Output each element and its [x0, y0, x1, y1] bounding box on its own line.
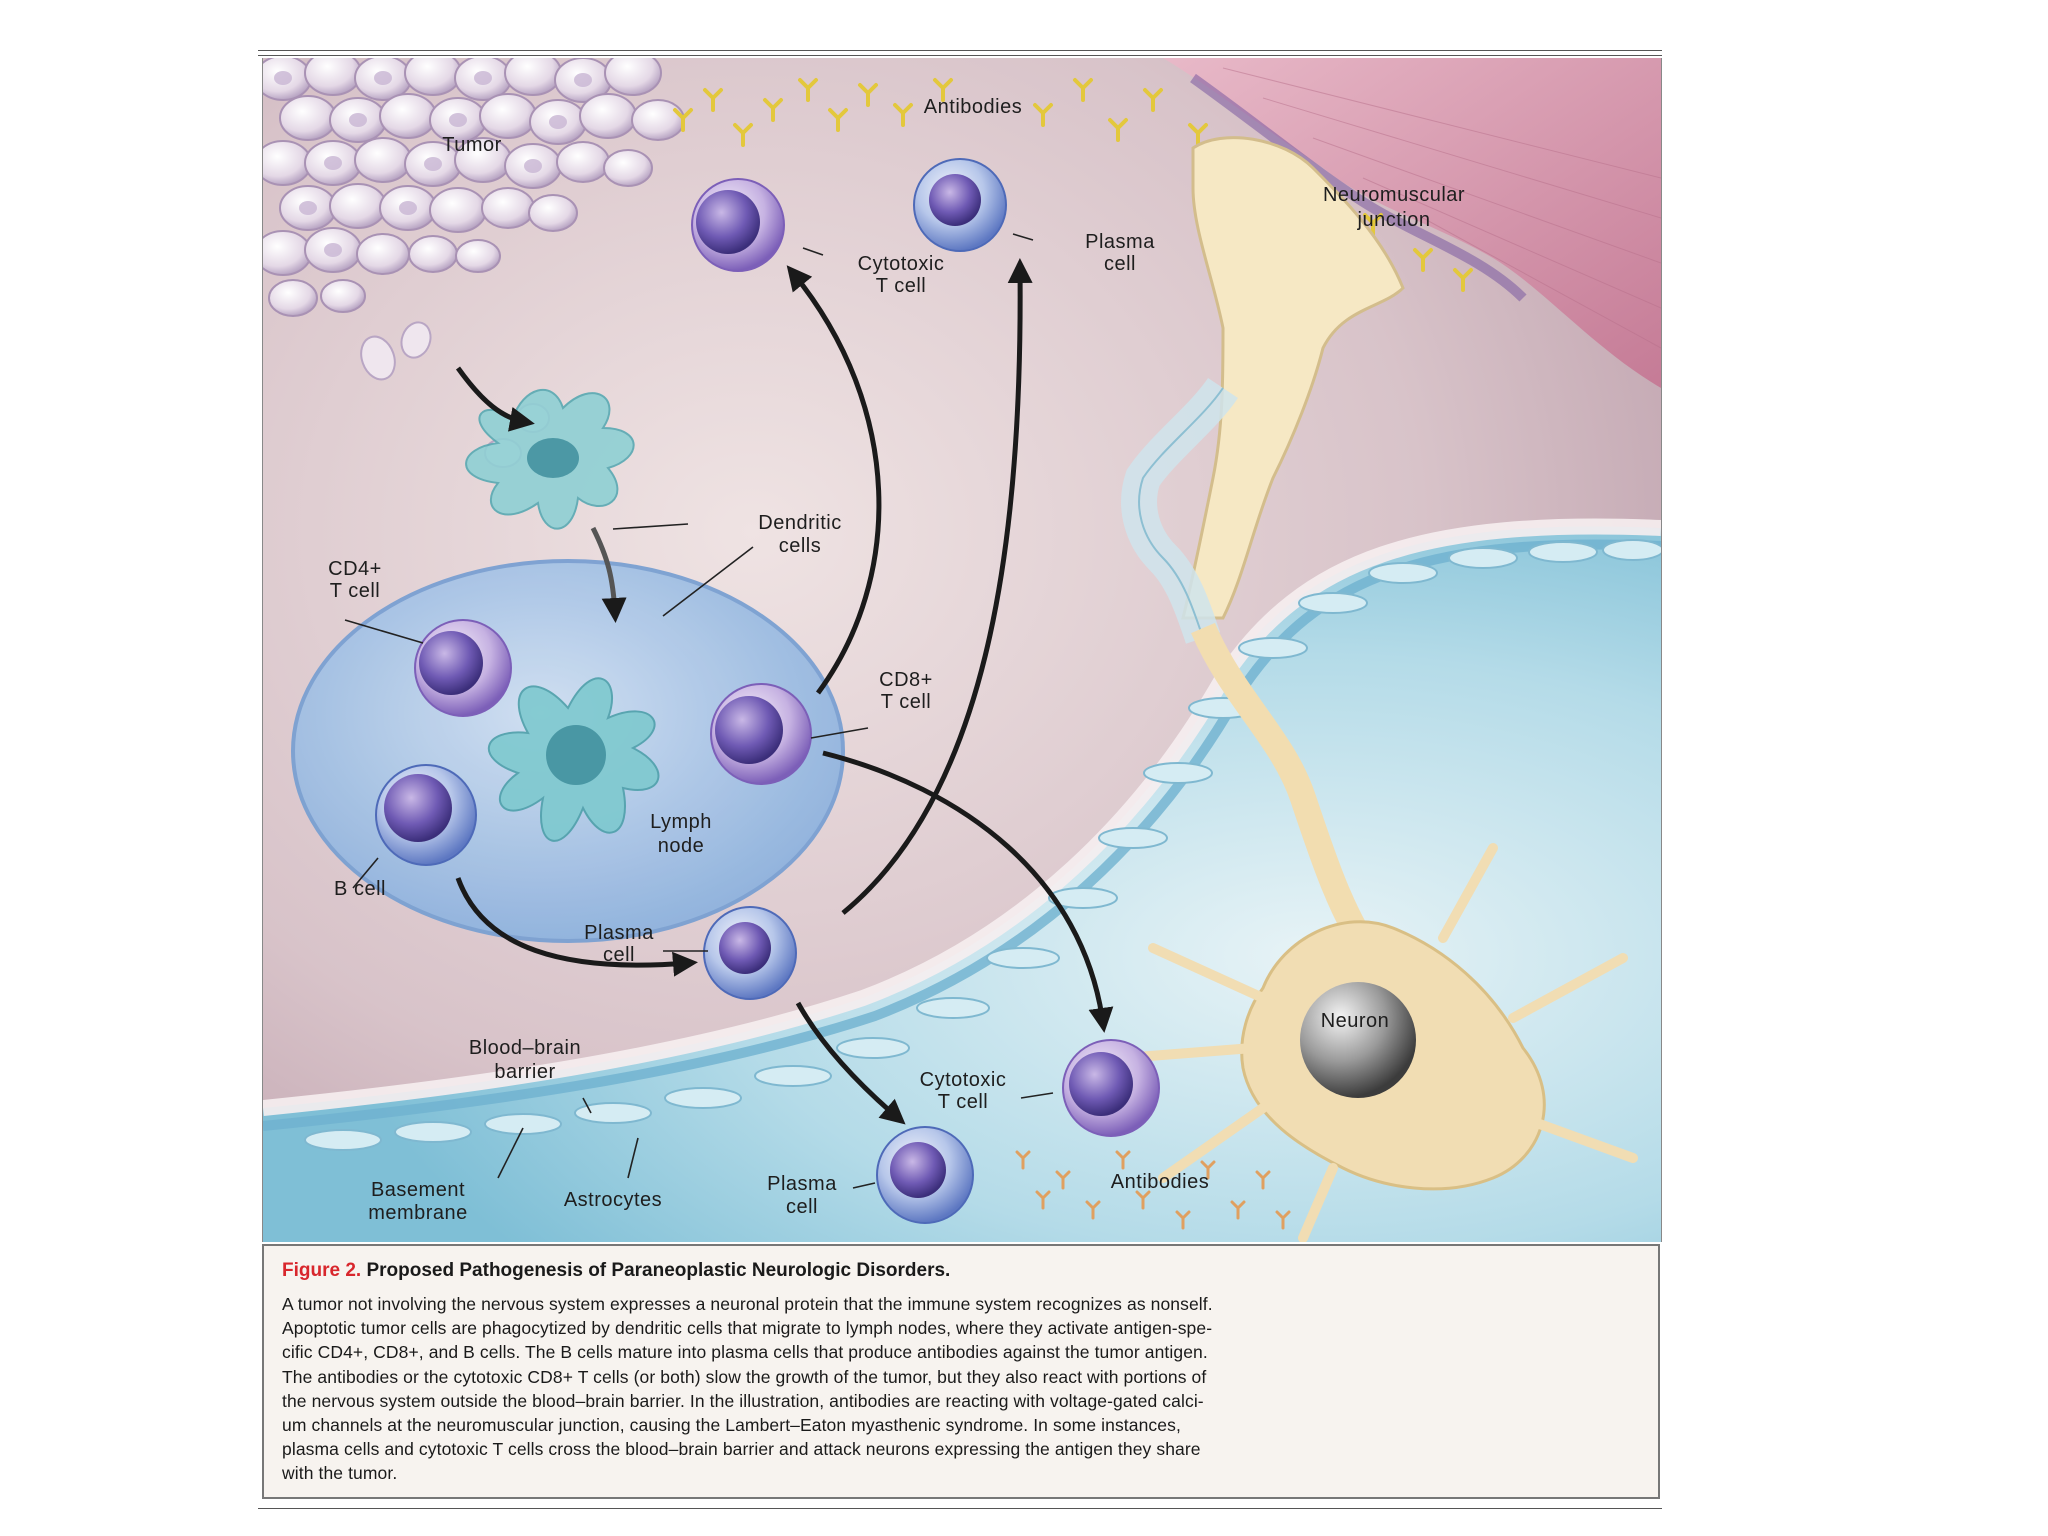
label-dendritic-1: Dendritic [758, 512, 841, 534]
caption-line: cific CD4+, CD8+, and B cells. The B cel… [282, 1342, 1208, 1363]
caption-figure-number: Figure 2. [282, 1260, 362, 1281]
arrow-plasma-to-plasma-top [841, 258, 1033, 915]
plasma-cell-mid [703, 906, 797, 1000]
label-plasma-top-1: Plasma [1085, 231, 1155, 253]
label-neuron: Neuron [1321, 1010, 1390, 1032]
muscle-fiber [1163, 58, 1661, 388]
label-cytotoxic-bot-2: T cell [938, 1091, 988, 1113]
synaptic-fold [1190, 73, 1527, 302]
label-bcell: B cell [334, 878, 386, 900]
label-plasma-mid-2: cell [603, 944, 635, 966]
arrow-dendritic-to-node [590, 526, 627, 623]
leader-lines [344, 233, 1054, 1189]
label-cd8-1: CD8+ [879, 669, 933, 691]
axon [1191, 622, 1384, 966]
label-cd4-1: CD4+ [328, 558, 382, 580]
b-cell [375, 764, 477, 866]
label-cytotoxic-top-2: T cell [876, 275, 926, 297]
cd8-t-cell [710, 683, 812, 785]
caption-line: with the tumor. [282, 1463, 398, 1484]
plasma-cell-bottom [876, 1126, 974, 1224]
illustration: Tumor Antibodies Neuromuscular junction … [262, 58, 1662, 1242]
label-bbb-1: Blood–brain [469, 1037, 581, 1059]
blood-brain-barrier [263, 518, 1661, 1116]
label-cytotoxic-bot-1: Cytotoxic [920, 1069, 1007, 1091]
figure-top-rule [258, 50, 1662, 56]
label-neuromuscular: Neuromuscular [1323, 184, 1465, 206]
tumor-cells [263, 58, 685, 317]
label-lymph-1: Lymph [650, 811, 712, 833]
caption-line: um channels at the neuromuscular junctio… [282, 1415, 1181, 1436]
label-antibodies-top: Antibodies [924, 96, 1022, 118]
arrow-fragments-to-dendritic [455, 366, 535, 432]
caption-line: The antibodies or the cytotoxic CD8+ T c… [282, 1366, 1207, 1387]
plasma-cell-top [913, 158, 1007, 252]
label-tumor: Tumor [442, 134, 502, 156]
pathway-arrows [455, 258, 1114, 1125]
label-junction: junction [1357, 209, 1431, 231]
caption-title: Proposed Pathogenesis of Paraneoplastic … [366, 1260, 951, 1281]
antibodies-bottom [1015, 1150, 1291, 1230]
nerve-terminal [1181, 136, 1405, 620]
cytotoxic-t-cell-bottom [1062, 1039, 1160, 1137]
label-basement-2: membrane [368, 1202, 468, 1224]
arrow-cd8-to-neuron [822, 750, 1114, 1033]
figure-bottom-rule [258, 1508, 1662, 1509]
label-bbb-2: barrier [494, 1061, 555, 1083]
label-cd8-2: T cell [881, 691, 931, 713]
caption-line: Apoptotic tumor cells are phagocytized b… [282, 1318, 1213, 1339]
cytotoxic-t-cell-top [691, 178, 785, 272]
label-plasma-bot-1: Plasma [767, 1173, 837, 1195]
astrocytes-layer [304, 539, 1661, 1151]
label-plasma-mid-1: Plasma [584, 922, 654, 944]
label-basement-1: Basement [371, 1179, 465, 1201]
dendrites [1118, 843, 1638, 1242]
arrow-bcell-to-plasma [455, 877, 698, 977]
figure-caption: Figure 2. Proposed Pathogenesis of Paran… [262, 1244, 1660, 1499]
caption-body: A tumor not involving the nervous system… [282, 1292, 1638, 1486]
label-astrocytes: Astrocytes [564, 1189, 662, 1211]
label-cytotoxic-top-1: Cytotoxic [858, 253, 945, 275]
caption-heading: Figure 2. Proposed Pathogenesis of Paran… [282, 1260, 1638, 1282]
label-plasma-top-2: cell [1104, 253, 1136, 275]
neuron-nucleus [1300, 982, 1416, 1098]
caption-line: plasma cells and cytotoxic T cells cross… [282, 1439, 1201, 1460]
label-plasma-bot-2: cell [786, 1196, 818, 1218]
label-lymph-2: node [658, 835, 705, 857]
antibodies-top [673, 78, 1473, 292]
label-cd4-2: T cell [330, 580, 380, 602]
caption-line: the nervous system outside the blood–bra… [282, 1390, 1204, 1411]
caption-line: A tumor not involving the nervous system… [282, 1294, 1213, 1314]
arrow-plasma-to-brain [795, 1001, 906, 1125]
label-antibodies-bottom: Antibodies [1111, 1171, 1209, 1193]
arrow-cd8-to-cytotoxic [786, 265, 882, 695]
label-dendritic-2: cells [779, 535, 822, 557]
cd4-t-cell [414, 619, 512, 717]
